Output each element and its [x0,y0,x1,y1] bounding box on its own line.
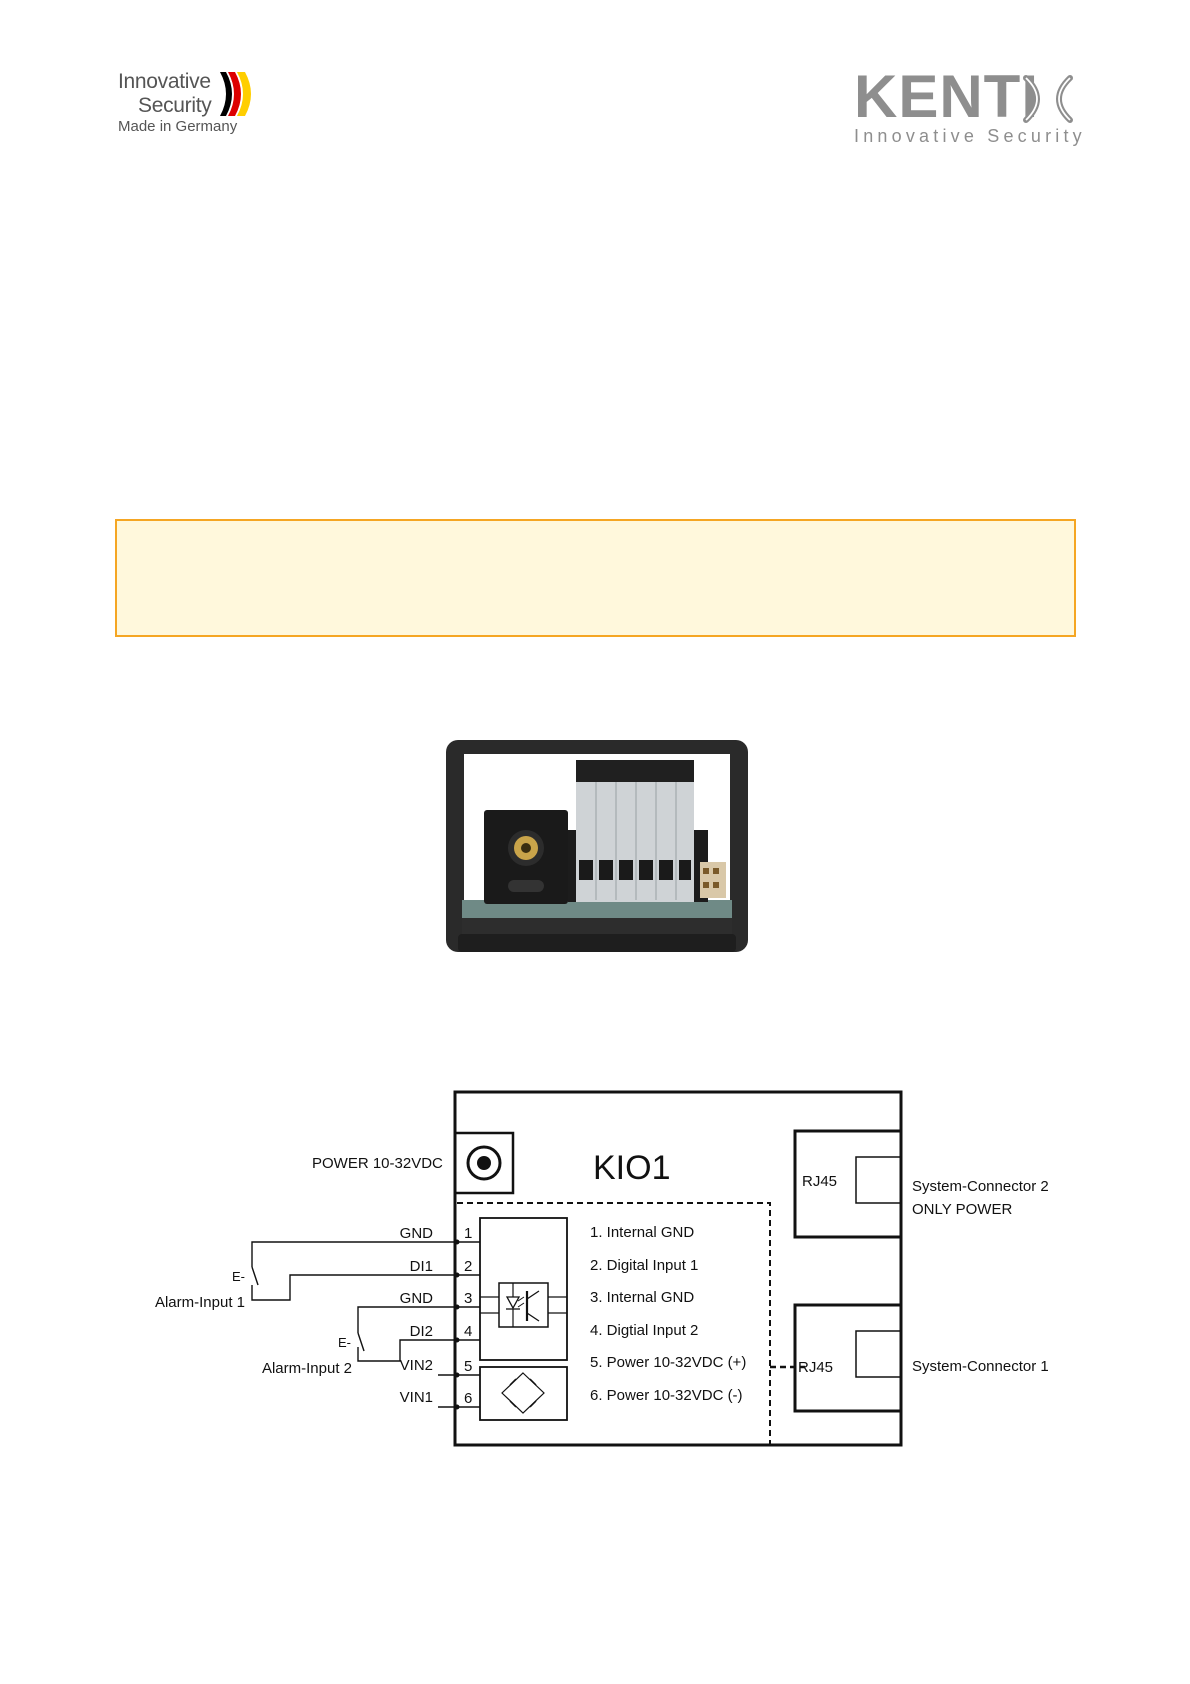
power-label: POWER 10-32VDC [312,1155,443,1172]
logo-line-made-in-germany: Made in Germany [118,118,238,135]
kentix-tagline: Innovative Security [854,126,1086,146]
terminal-3-label: GND [400,1290,434,1307]
optocoupler-box [479,1217,568,1361]
switch-symbol-2: E- [338,1335,351,1350]
pin-desc-1: 1. Internal GND [590,1224,694,1241]
german-flag-icon [220,72,251,116]
pin-desc-6: 6. Power 10-32VDC (-) [590,1387,743,1404]
pin-desc-3: 3. Internal GND [590,1289,694,1306]
bridge-rectifier-icon [501,1372,545,1414]
terminal-3-num: 3 [464,1290,472,1307]
wiring-diagram: POWER 10-32VDC KIO1 1 2 3 4 5 6 [155,1090,1049,1447]
pin-desc-5: 5. Power 10-32VDC (+) [590,1354,746,1371]
alarm-input-1-label: Alarm-Input 1 [155,1294,245,1311]
terminal-6-label: VIN1 [400,1389,433,1406]
diagram-title: KIO1 [593,1149,670,1187]
connector-2-note: ONLY POWER [912,1201,1012,1218]
terminal-2-label: DI1 [410,1258,433,1275]
terminal-4-num: 4 [464,1323,472,1340]
terminal-strip: 1 2 3 4 5 6 [457,1225,480,1408]
connector-2-label: System-Connector 2 [912,1178,1049,1195]
terminal-4-label: DI2 [410,1323,433,1340]
terminal-6-num: 6 [464,1390,472,1407]
pin-desc-4: 4. Digtial Input 2 [590,1322,698,1339]
rj45-connector-1 [793,1303,903,1413]
innovative-security-logo: Innovative Security Made in Germany [118,70,258,140]
switch-symbol-1: E- [232,1269,245,1284]
power-jack-box [453,1131,515,1195]
optocoupler-icon [498,1282,549,1328]
rj45-label-1: RJ45 [798,1359,833,1376]
logo-line-security: Security [138,94,212,117]
alarm-input-2-label: Alarm-Input 2 [262,1360,352,1377]
terminal-1-num: 1 [464,1225,472,1242]
terminal-1-label: GND [400,1225,434,1242]
rectifier-box [479,1366,568,1421]
kentix-wordmark: KENTI [854,63,1039,130]
kentix-logo: KENTI Innovative Security [850,63,1082,150]
x-icon [1023,75,1073,123]
power-jack-icon [466,1145,502,1181]
rj45-label-2: RJ45 [802,1173,837,1190]
logo-line-innovative: Innovative [118,70,211,93]
connector-1-label: System-Connector 1 [912,1358,1049,1375]
note-box [115,519,1076,637]
terminal-5-label: VIN2 [400,1357,433,1374]
device-photo [446,740,748,952]
terminal-2-num: 2 [464,1258,472,1275]
pin-desc-2: 2. Digital Input 1 [590,1257,698,1274]
terminal-5-num: 5 [464,1358,472,1375]
kio1-housing [453,1090,903,1447]
